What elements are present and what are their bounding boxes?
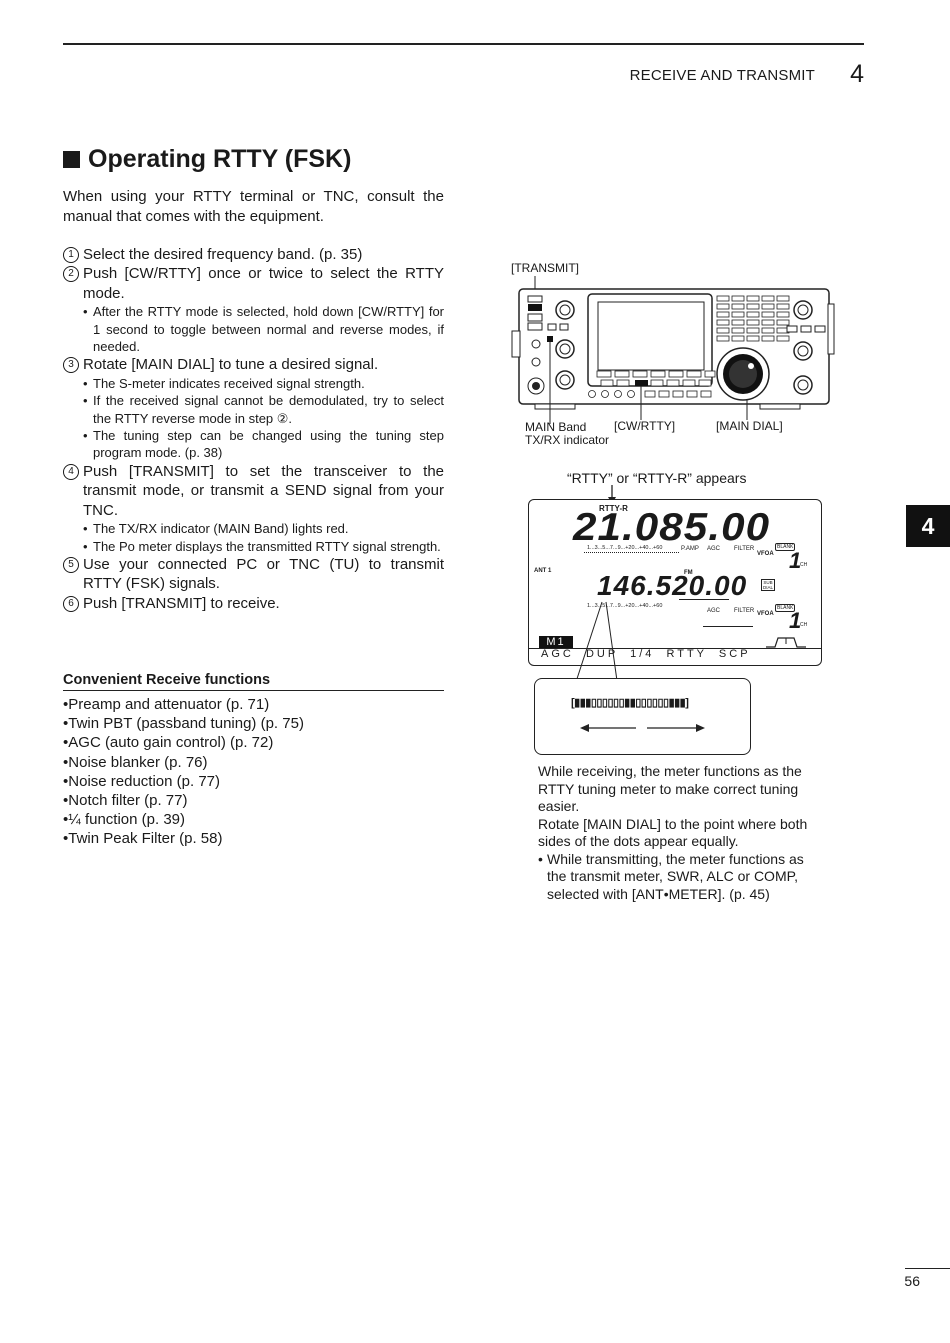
transceiver-illustration [511, 276, 835, 424]
figure-caption: While receiving, the meter functions as … [538, 763, 813, 903]
step-text: Push [TRANSMIT] to receive. [83, 594, 280, 612]
list-item: ¼ function (p. 39) [63, 810, 304, 829]
lcd-memory-badge: M1 [539, 636, 573, 648]
step-text: Push [CW/RTTY] once or twice to select t… [83, 265, 444, 302]
transmit-label: [TRANSMIT] [511, 261, 579, 275]
step-subnote: The TX/RX indicator (MAIN Band) lights r… [63, 520, 444, 538]
step-subnote: If the received signal cannot be demodul… [63, 392, 444, 427]
list-item: Preamp and attenuator (p. 71) [63, 695, 304, 714]
step-number: 4 [63, 463, 79, 480]
lcd-sub-ch-label: CH [800, 622, 808, 628]
lcd-mode: RTTY-R [599, 504, 628, 513]
chapter-number: 4 [850, 60, 864, 88]
lcd-ch-label: CH [800, 562, 808, 568]
list-item: Noise blanker (p. 76) [63, 753, 304, 772]
list-item: Twin Peak Filter (p. 58) [63, 829, 304, 848]
tuning-arrows-icon [580, 724, 705, 732]
convenient-list: Preamp and attenuator (p. 71) Twin PBT (… [63, 695, 304, 849]
lcd-menu-rule [529, 648, 821, 649]
header-rule [63, 43, 864, 45]
step-text: Select the desired frequency band. (p. 3… [83, 246, 363, 263]
lcd-sub-label: SUB [763, 580, 773, 585]
caption-bullet: While transmitting, the meter functions … [538, 851, 813, 904]
step-text: Rotate [MAIN DIAL] to tune a desired sig… [83, 356, 379, 374]
lcd-meter-bar [584, 552, 679, 554]
lcd-antenna: ANT 1 [534, 568, 552, 574]
square-bullet-icon [63, 151, 80, 168]
lcd-dial-label: DIAL [763, 585, 774, 590]
step-text: Use your connected PC or TNC (TU) to tra… [83, 555, 444, 593]
step-subnote: The S-meter indicates received signal st… [63, 375, 444, 393]
chapter-side-tab: 4 [906, 505, 950, 547]
appears-label: “RTTY” or “RTTY-R” appears [567, 470, 747, 486]
lcd-sub-frequency: 146.520.00 [597, 570, 748, 601]
page-number: 56 [904, 1273, 920, 1289]
lcd-main-frequency: 21.085.00 [573, 506, 771, 549]
list-item: Noise reduction (p. 77) [63, 772, 304, 791]
main-band-label: MAIN Band [525, 420, 587, 434]
lcd-sub-divider [679, 599, 729, 601]
lcd-sub-vfoa: VFOA [757, 611, 774, 617]
caption-paragraph: Rotate [MAIN DIAL] to the point where bo… [538, 815, 808, 850]
lcd-menu-labels: AGC DUP 1/4 RTTY SCP [541, 648, 751, 660]
lcd-preamp: P.AMP [681, 546, 699, 552]
step-subnote: The Po meter displays the transmitted RT… [63, 538, 444, 556]
lcd-sub-agc: AGC [707, 608, 721, 614]
lcd-sub-filter: FILTER [734, 608, 755, 614]
section-title-text: Operating RTTY (FSK) [88, 145, 352, 173]
list-item: Notch filter (p. 77) [63, 791, 304, 810]
step-text: Push [TRANSMIT] to set the transceiver t… [83, 462, 444, 519]
step-number: 3 [63, 357, 79, 374]
lcd-agc: AGC [707, 546, 721, 552]
tuning-meter-callout: [▮▮▮▯▯▯▯▯▯▮▮▯▯▯▯▯▯▮▮▮] [534, 678, 751, 755]
list-item: Twin PBT (passband tuning) (p. 75) [63, 714, 304, 733]
step-number: 6 [63, 595, 79, 612]
lcd-sub-divider [703, 626, 753, 628]
lcd-display: RTTY-R 21.085.00 1...3...5...7...9...+20… [528, 499, 822, 666]
lcd-meter-scale: 1...3...5...7...9...+20...+40...+60 [587, 545, 663, 551]
step-number: 2 [63, 266, 79, 283]
lcd-sub-mode: FM [684, 570, 693, 576]
section-header: RECEIVE AND TRANSMIT [629, 67, 815, 84]
footer-rule [905, 1268, 950, 1269]
step-number: 1 [63, 247, 79, 263]
intro-paragraph: When using your RTTY terminal or TNC, co… [63, 188, 444, 225]
list-item: AGC (auto gain control) (p. 72) [63, 733, 304, 752]
callout-leader-lines [573, 601, 619, 689]
lcd-sub-meter-scale: 1...3...5...7...9...+20...+40...+60 [587, 603, 663, 609]
step-subnote: After the RTTY mode is selected, hold do… [63, 303, 444, 355]
section-title: Operating RTTY (FSK) [63, 145, 351, 174]
scope-icon [766, 637, 806, 648]
lcd-sub-channel-number: 1 [789, 608, 802, 633]
caption-paragraph: While receiving, the meter functions as … [538, 763, 802, 814]
convenient-heading: Convenient Receive functions [63, 672, 444, 691]
lcd-channel-number: 1 [789, 548, 802, 573]
cw-rtty-label: [CW/RTTY] [614, 419, 676, 433]
step-number: 5 [63, 556, 79, 573]
lcd-sub-blank-badge: BLANK [775, 604, 796, 612]
main-dial-label: [MAIN DIAL] [716, 419, 783, 433]
lcd-filter: FILTER [734, 546, 755, 552]
step-subnote: The tuning step can be changed using the… [63, 427, 444, 462]
lcd-vfoa: VFOA [757, 551, 774, 557]
tuning-meter-dots: [▮▮▮▯▯▯▯▯▯▮▮▯▯▯▯▯▯▮▮▮] [571, 697, 689, 709]
tx-rx-indicator-label: TX/RX indicator [525, 433, 610, 447]
lcd-blank-badge: BLANK [775, 543, 796, 551]
